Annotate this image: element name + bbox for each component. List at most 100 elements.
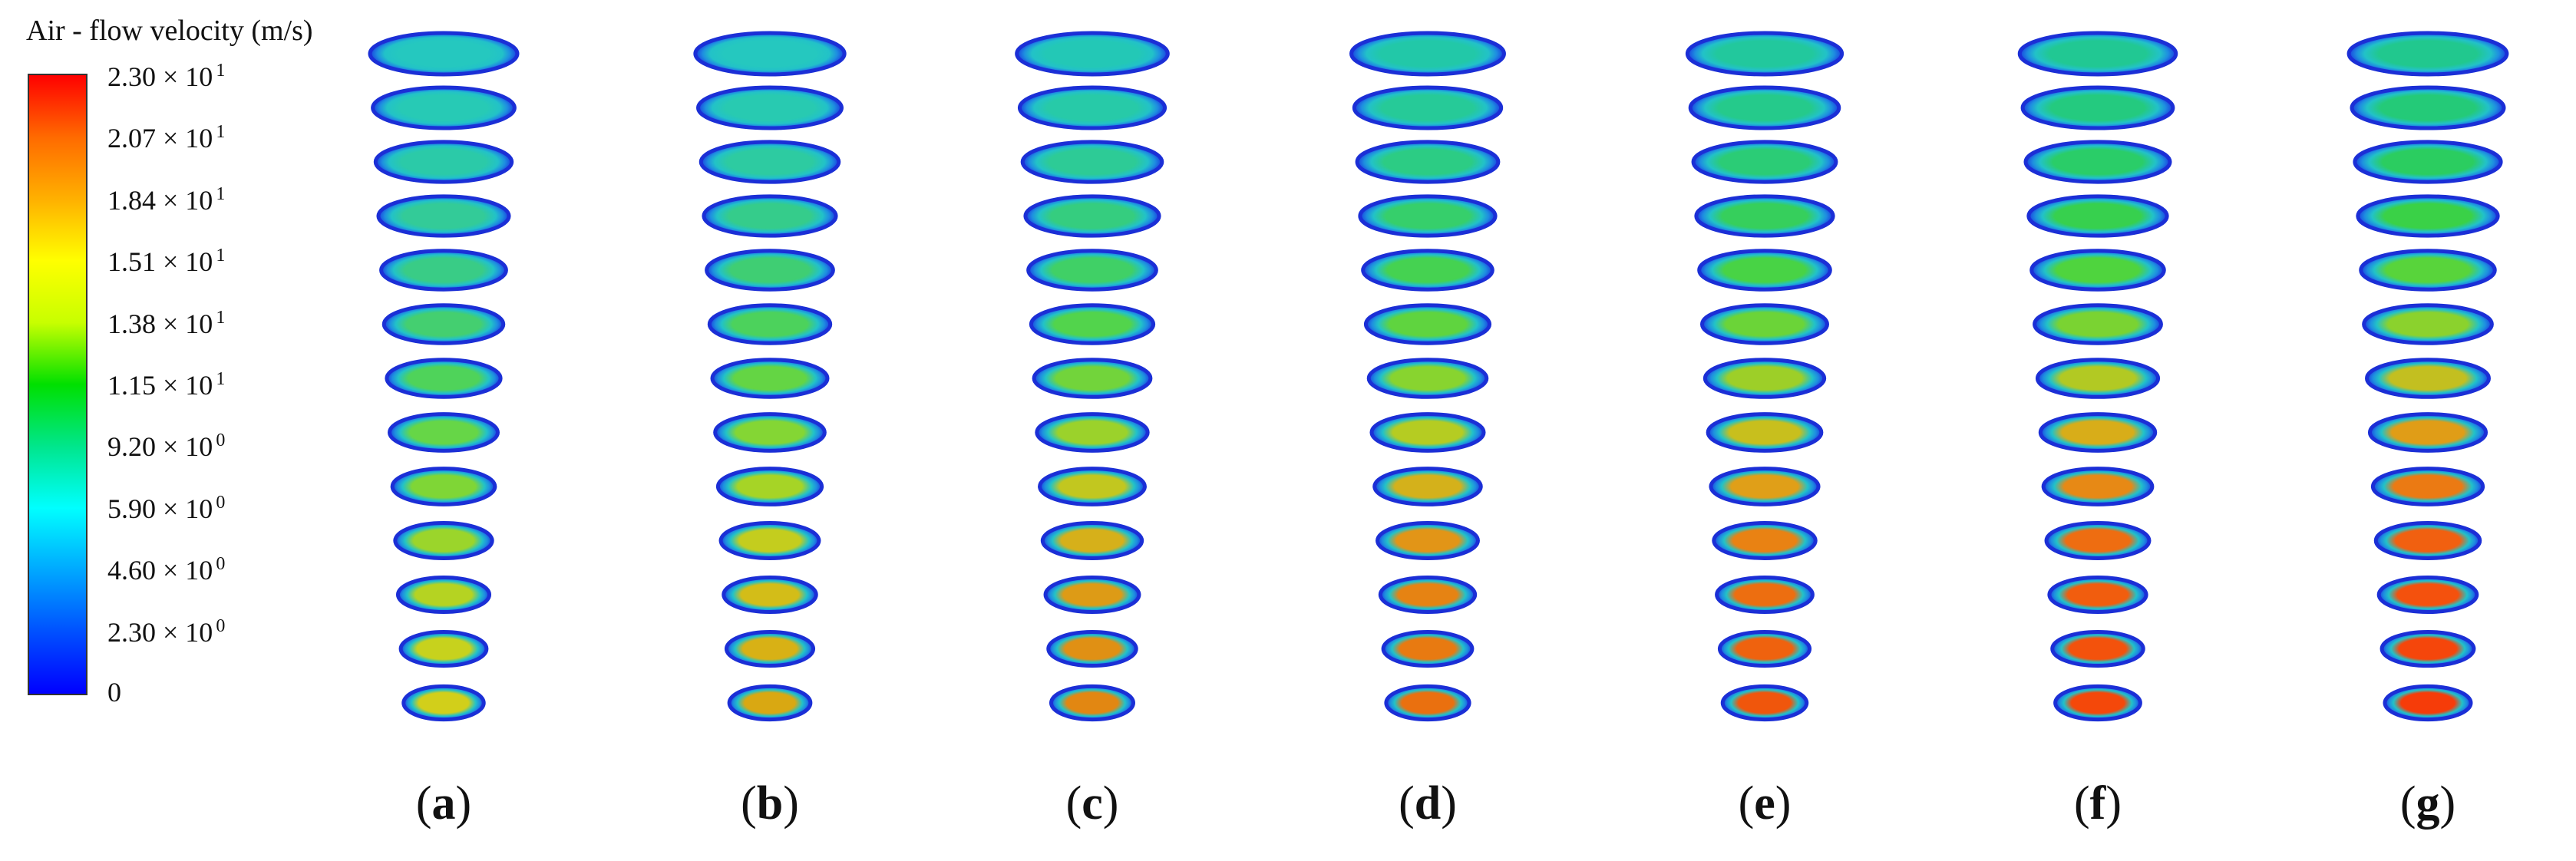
velocity-slice [1378, 576, 1478, 614]
velocity-slice [388, 412, 500, 453]
velocity-slice [2373, 521, 2482, 560]
velocity-slice [1038, 467, 1147, 506]
velocity-slice [2035, 358, 2161, 399]
velocity-slice [398, 629, 489, 668]
legend-title: Air - flow velocity (m/s) [26, 15, 313, 47]
velocity-slice [2370, 467, 2485, 506]
velocity-slice [1023, 194, 1161, 238]
velocity-slice [1046, 629, 1138, 668]
colorbar [28, 74, 88, 695]
velocity-slice [1020, 140, 1164, 184]
velocity-slice [718, 521, 821, 560]
velocity-slice [2359, 249, 2497, 292]
velocity-slice [1712, 521, 1818, 560]
panel-caption-letter: b [756, 777, 784, 830]
velocity-slice [385, 358, 503, 399]
panel-caption-a: (a) [415, 777, 472, 830]
tick-exponent: 0 [216, 492, 226, 513]
velocity-slice [2026, 194, 2169, 238]
panel-f-stack [2017, 31, 2178, 722]
velocity-slice [1381, 629, 1475, 668]
velocity-slice [2346, 31, 2509, 77]
tick-mantissa: 1.84 × 10 [107, 184, 213, 216]
velocity-slice [2362, 303, 2494, 345]
panel-caption-letter: c [1082, 777, 1103, 830]
velocity-slice [1372, 467, 1483, 506]
panel-caption-f: (f) [2074, 777, 2122, 830]
velocity-slice [401, 684, 486, 722]
velocity-slice [1717, 629, 1812, 668]
panel-caption-e: (e) [1738, 777, 1792, 830]
panel-caption-letter: f [2089, 777, 2106, 830]
velocity-slice [1691, 140, 1838, 184]
tick-exponent: 1 [216, 246, 226, 266]
velocity-slice [1706, 412, 1824, 453]
velocity-slice [368, 31, 520, 77]
tick-exponent: 1 [216, 369, 226, 389]
tick-exponent: 0 [216, 554, 226, 575]
velocity-slice [390, 467, 497, 506]
velocity-slice [1697, 249, 1832, 292]
tick-mantissa: 2.07 × 10 [107, 123, 213, 154]
velocity-slice [2047, 576, 2148, 614]
velocity-slice [1720, 684, 1809, 722]
velocity-slice [2367, 412, 2488, 453]
velocity-slice [724, 629, 816, 668]
velocity-slice [379, 249, 508, 292]
velocity-slice [2038, 412, 2158, 453]
tick-mantissa: 0 [107, 677, 121, 708]
velocity-slice [2356, 194, 2500, 238]
velocity-slice [2365, 358, 2491, 399]
velocity-slice [2033, 303, 2163, 345]
velocity-slice [696, 85, 844, 130]
tick-mantissa: 1.15 × 10 [107, 370, 213, 401]
velocity-slice [1358, 194, 1498, 238]
velocity-slice [1015, 31, 1170, 77]
velocity-slice [376, 194, 511, 238]
velocity-slice [2053, 684, 2142, 722]
panel-caption-d: (d) [1399, 777, 1457, 830]
velocity-slice [722, 576, 818, 614]
velocity-slice [705, 249, 835, 292]
velocity-slice [1715, 576, 1815, 614]
velocity-slice [715, 467, 824, 506]
tick-exponent: 0 [216, 615, 226, 636]
velocity-slice [727, 684, 813, 722]
panel-c-stack [1015, 31, 1170, 722]
velocity-slice [2017, 31, 2178, 77]
velocity-slice [1702, 358, 1827, 399]
velocity-slice [1361, 249, 1494, 292]
velocity-slice [1032, 358, 1153, 399]
velocity-slice [2379, 629, 2476, 668]
velocity-slice [1049, 684, 1136, 722]
velocity-slice [1694, 194, 1835, 238]
panel-g-stack [2346, 31, 2509, 722]
panel-e-stack [1685, 31, 1844, 722]
velocity-slice [2044, 521, 2152, 560]
tick-mantissa: 2.30 × 10 [107, 61, 213, 92]
velocity-slice [2029, 249, 2166, 292]
velocity-slice [2376, 576, 2479, 614]
panel-caption-letter: g [2416, 777, 2440, 830]
velocity-slice [381, 303, 506, 345]
velocity-slice [707, 303, 833, 345]
tick-mantissa: 2.30 × 10 [107, 616, 213, 648]
tick-exponent: 1 [216, 61, 226, 81]
velocity-slice [698, 140, 841, 184]
panel-d-stack [1349, 31, 1506, 722]
velocity-slice [710, 358, 830, 399]
velocity-slice [1688, 85, 1841, 130]
tick-mantissa: 1.38 × 10 [107, 308, 213, 339]
velocity-slice [2023, 140, 2172, 184]
velocity-slice [1376, 521, 1480, 560]
velocity-slice [2020, 85, 2175, 130]
